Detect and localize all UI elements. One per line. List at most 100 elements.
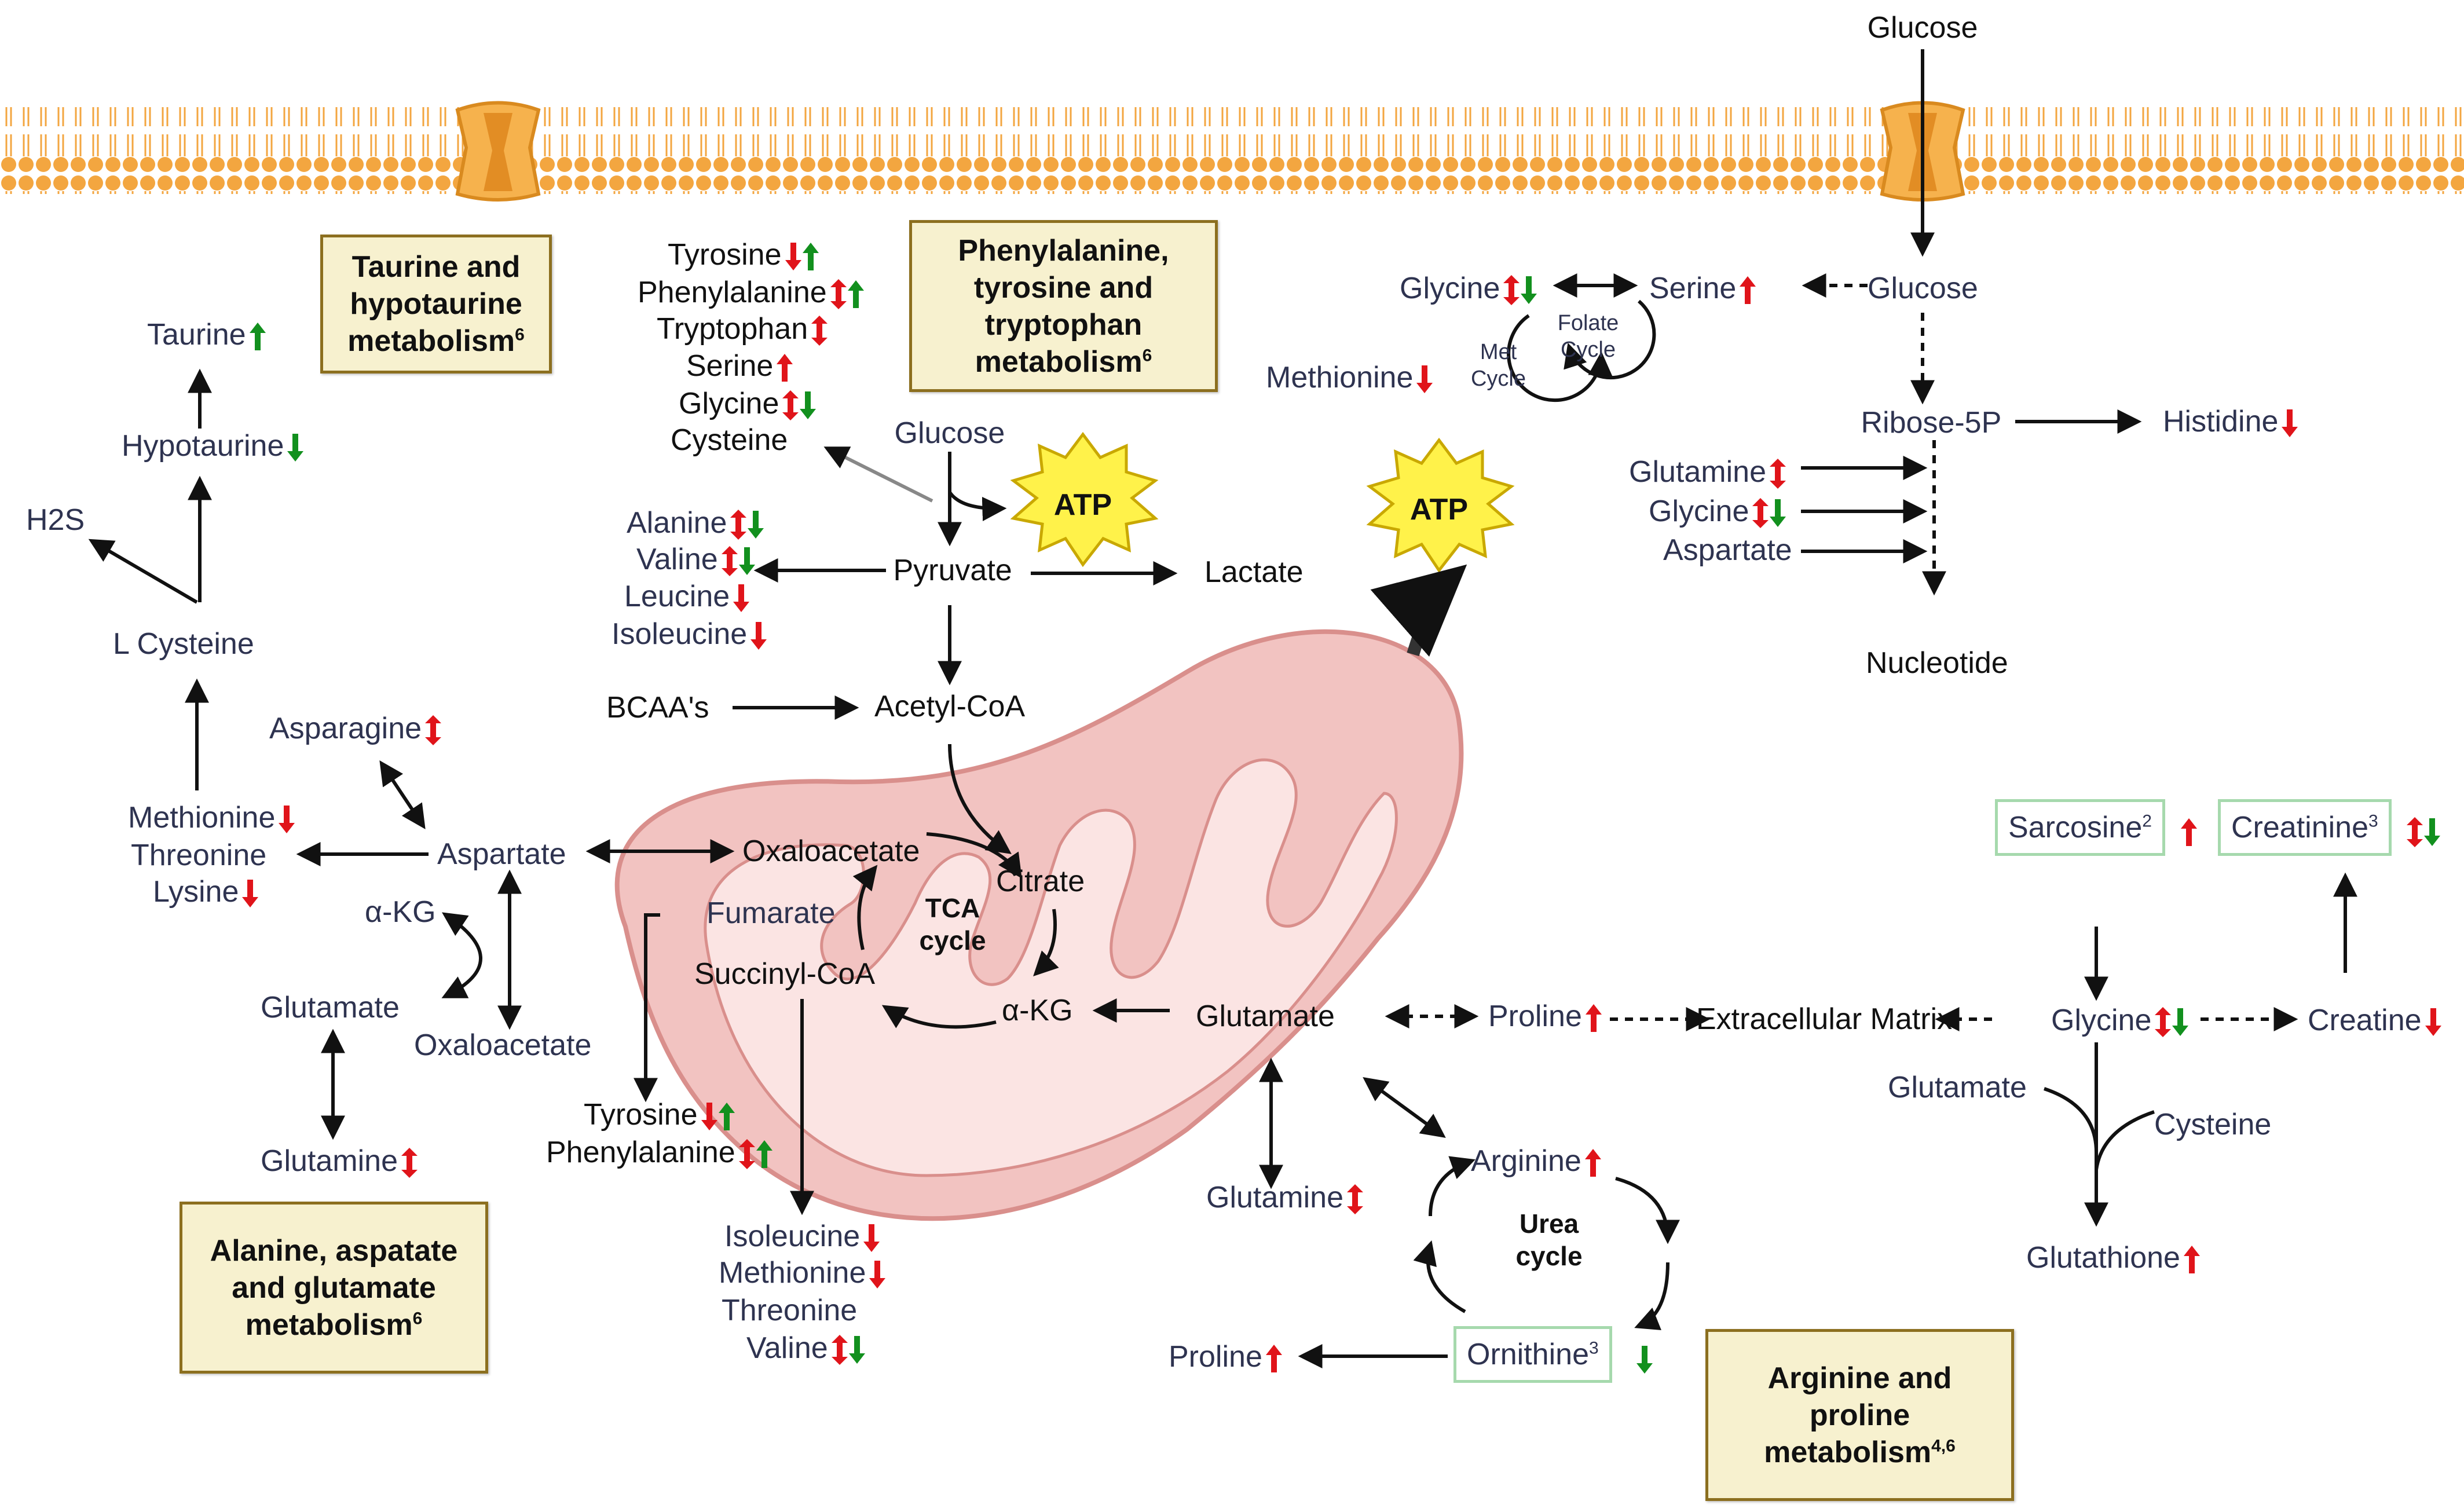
glucose-r-label: Glucose xyxy=(1868,271,1978,306)
glutathione-text: Glutathione xyxy=(2026,1241,2180,1275)
down-arrow-icon xyxy=(279,804,295,834)
glucose-r-text: Glucose xyxy=(1868,272,1978,305)
glutamine-c-label: Glutamine xyxy=(1206,1180,1363,1215)
alanine-text: Alanine xyxy=(627,506,727,540)
hypotaurine-text: Hypotaurine xyxy=(122,429,284,463)
glutamine-r-text: Glutamine xyxy=(1629,455,1766,489)
creatinine-text: Creatinine xyxy=(2231,811,2369,844)
ecm-label: Extracellular Matrix xyxy=(1696,1002,1952,1037)
atp-burst-left xyxy=(1010,431,1159,568)
methionine-l-text: Methionine xyxy=(128,801,276,834)
akg-m-label: α-KG xyxy=(1002,993,1073,1028)
folate-cycle-label: Folate Cycle xyxy=(1557,311,1619,362)
lactate-label: Lactate xyxy=(1204,555,1304,590)
down-arrow-icon xyxy=(287,433,304,463)
l-cysteine-text: L Cysteine xyxy=(113,627,254,661)
valine-m-label: Valine xyxy=(636,542,755,577)
taurine-box-sup: 6 xyxy=(515,325,525,345)
up-down-arrow-icon xyxy=(401,1148,418,1178)
ala-asp-glu-metabolism-box: Alanine, aspatate and glutamate metaboli… xyxy=(180,1202,488,1374)
phenylalanine-b-label: Phenylalanine xyxy=(546,1135,772,1170)
acetylcoa-text: Acetyl-CoA xyxy=(874,690,1026,723)
up-arrow-icon xyxy=(718,1101,735,1132)
isoleucine-m-label: Isoleucine xyxy=(612,617,767,651)
down-arrow-icon xyxy=(733,583,750,613)
nucleotide-label: Nucleotide xyxy=(1866,646,2008,680)
histidine-text: Histidine xyxy=(2163,405,2279,438)
tyrosine-t-text: Tyrosine xyxy=(668,238,782,272)
valine-b-label: Valine xyxy=(746,1331,865,1365)
phenylalanine-b-text: Phenylalanine xyxy=(546,1136,735,1169)
up-arrow-icon xyxy=(1265,1343,1282,1374)
up-down-arrow-icon xyxy=(738,1139,755,1170)
glycine-r-label: Glycine xyxy=(1400,271,1537,306)
down-arrow-icon xyxy=(701,1101,717,1132)
atp-label-right: ATP xyxy=(1409,493,1469,526)
ribose-text: Ribose-5P xyxy=(1861,406,2002,440)
glycine-t-text: Glycine xyxy=(679,387,779,420)
glutamate-c-label: Glutamate xyxy=(1196,999,1335,1034)
akg-l-text: α-KG xyxy=(365,895,436,929)
cysteine-t-label: Cysteine xyxy=(671,423,788,457)
h2s-label: H2S xyxy=(26,503,85,537)
aspartate-r-label: Aspartate xyxy=(1663,533,1792,568)
threonine-l-text: Threonine xyxy=(131,839,267,872)
tyrosine-b-label: Tyrosine xyxy=(584,1097,735,1132)
akg-m-text: α-KG xyxy=(1002,994,1073,1027)
cysteine-rr-label: Cysteine xyxy=(2154,1107,2271,1142)
glutamine-l-label: Glutamine xyxy=(261,1144,418,1178)
arginine-label: Arginine xyxy=(1471,1144,1601,1178)
methionine-r-label: Methionine xyxy=(1266,360,1433,395)
serine-r-text: Serine xyxy=(1649,272,1737,305)
proline-b-text: Proline xyxy=(1169,1340,1262,1374)
succinylcoa-label: Succinyl-CoA xyxy=(694,957,875,991)
down-arrow-icon xyxy=(1521,275,1537,305)
up-arrow-icon xyxy=(847,279,864,309)
glycine-t-label: Glycine xyxy=(679,386,817,421)
down-arrow-icon xyxy=(748,510,764,540)
up-arrow-icon xyxy=(1584,1148,1601,1178)
tyrosine-b-text: Tyrosine xyxy=(584,1098,698,1132)
threonine-b-label: Threonine xyxy=(722,1293,857,1328)
aspartate-l-label: Aspartate xyxy=(437,837,566,872)
glutamate-rr-label: Glutamate xyxy=(1888,1070,2027,1105)
creatine-label: Creatine xyxy=(2308,1003,2441,1038)
sarcosine-indicators xyxy=(2177,813,2197,848)
membrane-channel-left xyxy=(455,101,541,202)
methionine-l-label: Methionine xyxy=(128,800,295,835)
akg-l-label: α-KG xyxy=(365,895,436,929)
ala-box-sup: 6 xyxy=(412,1309,423,1328)
serine-t-text: Serine xyxy=(686,349,774,383)
taurine-text: Taurine xyxy=(147,318,246,352)
citrate-text: Citrate xyxy=(996,865,1085,898)
glycine-r2-text: Glycine xyxy=(1649,495,1749,528)
arg-pro-metabolism-box: Arginine and proline metabolism4,6 xyxy=(1705,1329,2014,1501)
up-down-arrow-icon xyxy=(2155,1007,2172,1038)
phe-box-text: Phenylalanine, tyrosine and tryptophan m… xyxy=(958,233,1169,379)
arg-box-sup: 4,6 xyxy=(1931,1436,1956,1456)
mitochondrion xyxy=(614,629,1464,1221)
down-arrow-icon xyxy=(738,546,755,576)
sarcosine-text: Sarcosine xyxy=(2008,811,2143,844)
ecm-text: Extracellular Matrix xyxy=(1696,1002,1953,1036)
glucose-extracellular-label: Glucose xyxy=(1867,11,1978,45)
arg-box-text: Arginine and proline metabolism xyxy=(1764,1361,1952,1469)
creatinine-indicators xyxy=(2403,813,2440,848)
down-arrow-icon xyxy=(800,390,817,420)
alanine-label: Alanine xyxy=(627,506,764,540)
down-arrow-icon xyxy=(869,1260,886,1290)
up-arrow-icon xyxy=(249,321,266,352)
phenylalanine-t-label: Phenylalanine xyxy=(638,275,864,310)
glutamate-l-text: Glutamate xyxy=(261,991,400,1024)
oxaloacetate-l-text: Oxaloacetate xyxy=(414,1028,592,1062)
lactate-text: Lactate xyxy=(1204,555,1304,589)
down-arrow-icon xyxy=(848,1335,865,1365)
up-arrow-icon xyxy=(2181,817,2197,847)
atp-label-left: ATP xyxy=(1053,488,1112,522)
lysine-l-text: Lysine xyxy=(153,875,239,909)
down-arrow-icon xyxy=(242,878,259,909)
aspartate-l-text: Aspartate xyxy=(437,837,566,871)
glucose-mid-label: Glucose xyxy=(895,416,1005,451)
up-down-arrow-icon xyxy=(1503,275,1520,306)
aspartate-r-text: Aspartate xyxy=(1663,533,1792,567)
